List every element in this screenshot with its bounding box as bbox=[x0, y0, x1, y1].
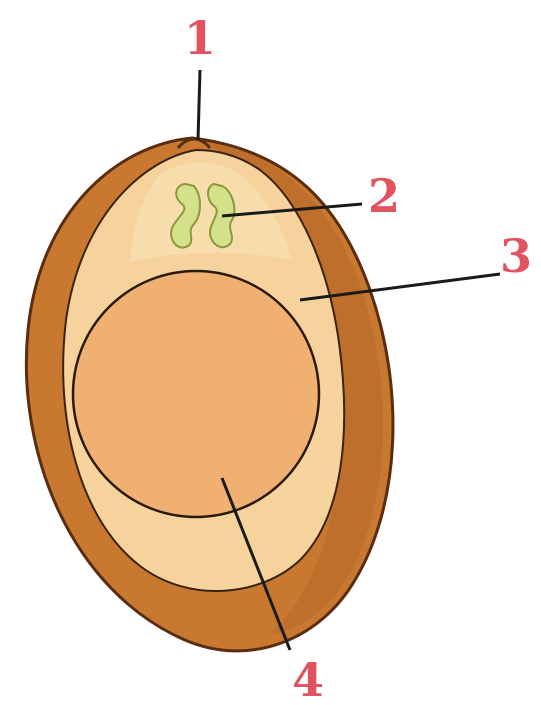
callout-3: 3 bbox=[500, 229, 532, 283]
callout-2: 2 bbox=[368, 169, 400, 223]
leader-line-1 bbox=[198, 70, 200, 140]
inner-circle bbox=[73, 271, 319, 517]
callout-1: 1 bbox=[184, 11, 216, 65]
callout-4: 4 bbox=[292, 653, 324, 705]
